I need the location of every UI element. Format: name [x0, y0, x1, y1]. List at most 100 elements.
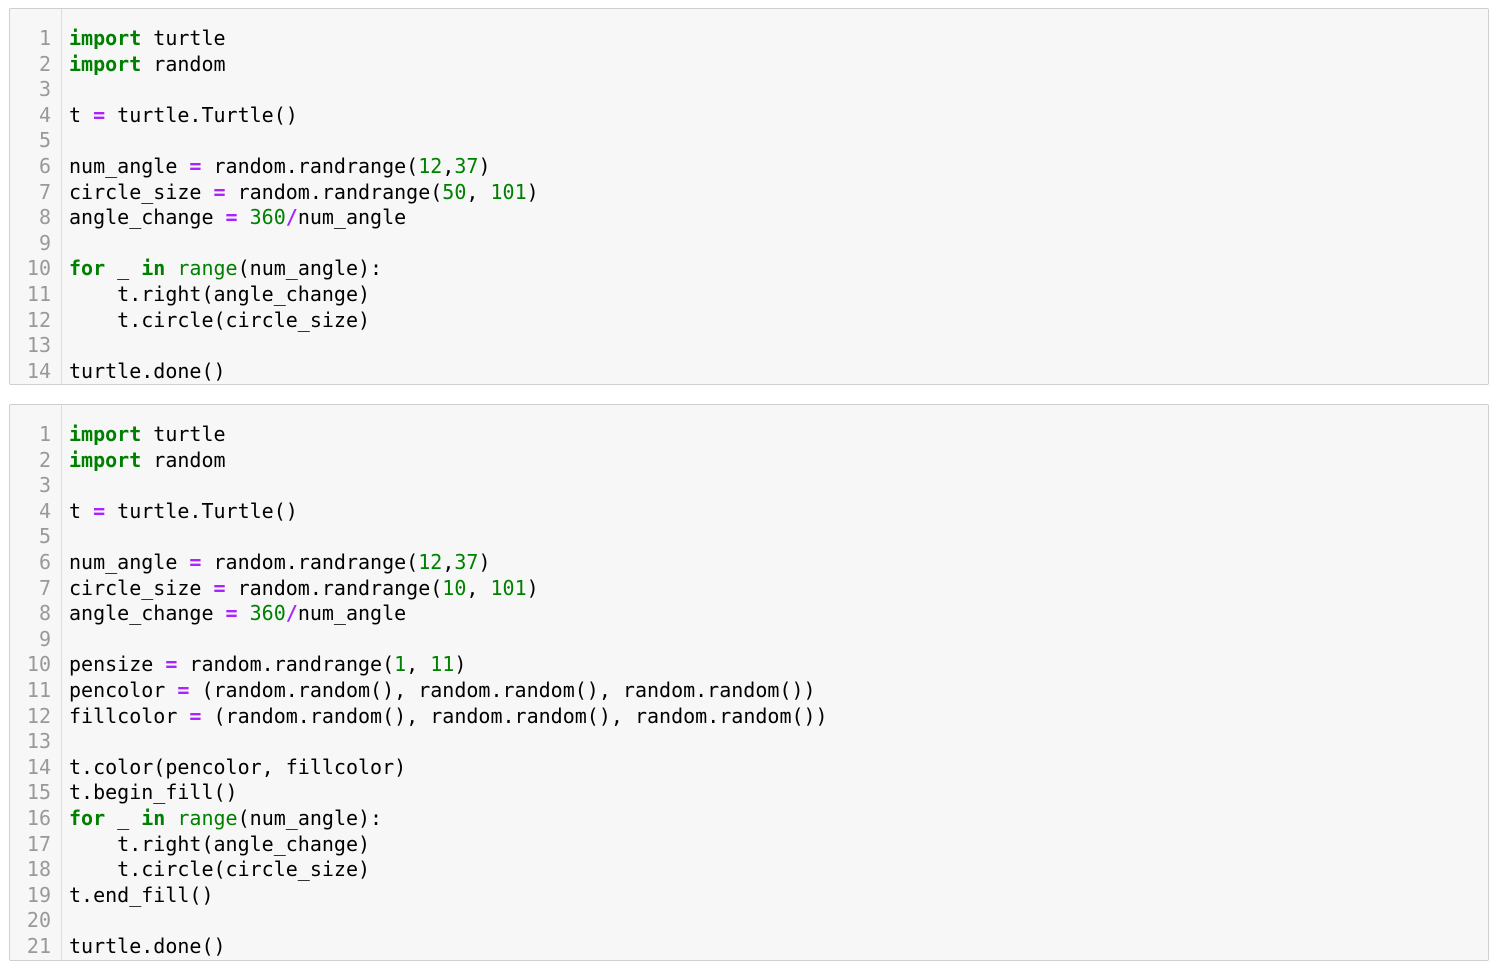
- code-line[interactable]: t = turtle.Turtle(): [69, 499, 1488, 525]
- code-line[interactable]: turtle.done(): [69, 359, 1488, 384]
- code-token: random.randrange(: [225, 575, 443, 600]
- code-token: [165, 806, 177, 830]
- code-token: random: [141, 51, 226, 76]
- code-token: (num_angle):: [237, 805, 383, 830]
- line-number: 9: [38, 626, 51, 651]
- line-number: 4: [38, 102, 51, 127]
- code-line[interactable]: t.end_fill(): [69, 883, 1488, 909]
- code-token: =: [213, 179, 226, 204]
- line-number: 12: [26, 703, 51, 728]
- code-line[interactable]: for _ in range(num_angle):: [69, 256, 1488, 282]
- line-number: 5: [38, 128, 51, 153]
- code-token: t.circle(circle_size): [69, 857, 371, 882]
- line-number: 12: [26, 307, 51, 332]
- code-line[interactable]: import random: [69, 448, 1488, 474]
- code-token: t.circle(circle_size): [69, 307, 371, 332]
- code-token: import: [69, 422, 142, 446]
- code-token: ): [526, 179, 539, 204]
- code-token: angle_change: [69, 205, 226, 230]
- line-number: 14: [26, 358, 51, 383]
- code-line[interactable]: [69, 627, 1488, 653]
- code-token: ): [526, 575, 539, 600]
- line-number: 3: [38, 473, 51, 498]
- code-line[interactable]: turtle.done(): [69, 934, 1488, 960]
- code-token: =: [189, 549, 202, 574]
- code-line[interactable]: circle_size = random.randrange(50, 101): [69, 180, 1488, 206]
- code-token: 11: [430, 652, 455, 677]
- code-line[interactable]: for _ in range(num_angle):: [69, 806, 1488, 832]
- code-token: =: [189, 153, 202, 178]
- code-line[interactable]: [69, 524, 1488, 550]
- code-line[interactable]: angle_change = 360/num_angle: [69, 205, 1488, 231]
- code-token: pencolor: [69, 677, 178, 702]
- code-token: num_angle: [69, 153, 190, 178]
- line-number: 11: [26, 677, 51, 702]
- code-token: [165, 256, 177, 280]
- code-line[interactable]: [69, 128, 1488, 154]
- code-token: turtle.Turtle(): [105, 102, 298, 127]
- code-line[interactable]: pencolor = (random.random(), random.rand…: [69, 678, 1488, 704]
- code-line[interactable]: [69, 333, 1488, 359]
- code-line[interactable]: t.right(angle_change): [69, 832, 1488, 858]
- code-token: [238, 601, 250, 625]
- code-line[interactable]: t.right(angle_change): [69, 282, 1488, 308]
- code-line[interactable]: [69, 908, 1488, 934]
- line-number: 4: [38, 498, 51, 523]
- code-token: 37: [454, 153, 479, 178]
- code-token: turtle: [141, 26, 226, 50]
- code-token: num_angle: [69, 549, 190, 574]
- code-line[interactable]: [69, 77, 1488, 103]
- code-line[interactable]: [69, 231, 1488, 257]
- code-line[interactable]: [69, 729, 1488, 755]
- code-line[interactable]: import turtle: [69, 422, 1488, 448]
- code-line[interactable]: t = turtle.Turtle(): [69, 103, 1488, 129]
- code-token: in: [141, 805, 166, 830]
- line-number: 7: [38, 575, 51, 600]
- line-number: 6: [38, 153, 51, 178]
- code-token: random: [141, 447, 226, 472]
- code-token: =: [225, 205, 238, 230]
- code-line[interactable]: num_angle = random.randrange(12,37): [69, 550, 1488, 576]
- code-line[interactable]: [69, 473, 1488, 499]
- code-token: (num_angle):: [237, 256, 383, 281]
- code-token: ): [454, 652, 467, 677]
- line-number: 17: [26, 831, 51, 856]
- line-number: 18: [26, 857, 51, 882]
- code-token: _: [105, 805, 142, 830]
- code-line[interactable]: t.begin_fill(): [69, 780, 1488, 806]
- code-token: _: [105, 256, 142, 281]
- code-line[interactable]: circle_size = random.randrange(10, 101): [69, 576, 1488, 602]
- line-number: 16: [26, 805, 51, 830]
- code-line[interactable]: import random: [69, 52, 1488, 78]
- code-token: for: [69, 805, 106, 830]
- code-token: ,: [442, 549, 455, 574]
- line-number: 2: [38, 447, 51, 472]
- code-line[interactable]: pensize = random.randrange(1, 11): [69, 652, 1488, 678]
- code-line[interactable]: t.circle(circle_size): [69, 308, 1488, 334]
- code-token: turtle.done(): [69, 933, 226, 958]
- code-token: ): [478, 549, 491, 574]
- code-line[interactable]: t.color(pencolor, fillcolor): [69, 755, 1488, 781]
- code-token: num_angle: [297, 601, 407, 626]
- code-token: random.randrange(: [225, 179, 443, 204]
- code-line[interactable]: t.circle(circle_size): [69, 857, 1488, 883]
- code-line[interactable]: num_angle = random.randrange(12,37): [69, 154, 1488, 180]
- code-token: /: [285, 601, 298, 626]
- code-token: ,: [466, 575, 491, 600]
- code-token: (random.random(), random.random(), rando…: [189, 677, 816, 702]
- code-token: random.randrange(: [201, 153, 419, 178]
- code-token: num_angle: [297, 205, 407, 230]
- code-line[interactable]: fillcolor = (random.random(), random.ran…: [69, 704, 1488, 730]
- code-token: circle_size: [69, 179, 214, 204]
- code-line[interactable]: angle_change = 360/num_angle: [69, 601, 1488, 627]
- line-number: 7: [38, 179, 51, 204]
- code-line[interactable]: import turtle: [69, 26, 1488, 52]
- code-token: 37: [454, 549, 479, 574]
- line-number: 11: [26, 281, 51, 306]
